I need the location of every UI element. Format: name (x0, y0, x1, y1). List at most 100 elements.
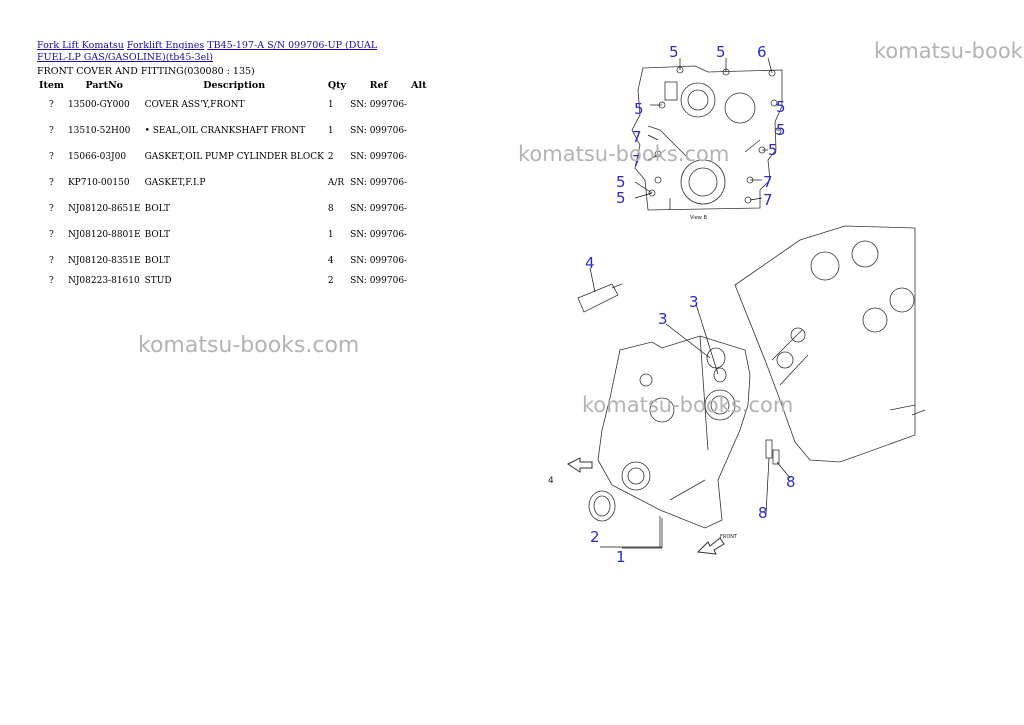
cell-partno: 15066-03J00 (67, 152, 127, 162)
cell-partno: NJ08223-81610 (67, 276, 140, 286)
column-header-qty: Qty (327, 79, 347, 91)
table-row: ? NJ08120-8351E BOLT 4 SN: 099706- (37, 248, 428, 274)
page-title: FRONT COVER AND FITTING(030080 : 135) (37, 66, 255, 77)
callout-8: 8 (758, 504, 768, 522)
cell-ref: SN: 099706- (350, 178, 408, 188)
callout-6: 6 (757, 43, 767, 61)
cell-item: ? (49, 178, 54, 188)
callout-5: 5 (776, 121, 786, 139)
cell-description: GASKET,OIL PUMP CYLINDER BLOCK (144, 152, 324, 162)
breadcrumb-link-forklift-engines[interactable]: Forklift Engines (126, 40, 205, 51)
callout-2: 2 (590, 528, 600, 546)
callout-1: 1 (616, 548, 626, 566)
table-row: ? KP710-00150 GASKET,F.I.P A/R SN: 09970… (37, 170, 428, 196)
cell-alt (409, 92, 428, 118)
callout-4: 4 (585, 254, 595, 272)
table-row: ? NJ08120-8651E BOLT 8 SN: 099706- (37, 196, 428, 222)
watermark: komatsu-books.com (582, 393, 794, 417)
cell-item: ? (49, 100, 54, 110)
cell-alt (409, 170, 428, 196)
cell-ref: SN: 099706- (350, 100, 408, 110)
cell-item: ? (49, 256, 54, 266)
parts-table: Item PartNo Description Qty Ref Alt ? 13… (37, 78, 428, 292)
cell-alt (409, 118, 428, 144)
cell-partno: 13500-GY000 (67, 100, 130, 110)
callout-5: 5 (634, 100, 644, 118)
engine-block (734, 225, 926, 463)
table-row: ? 13500-GY000 COVER ASS'Y,FRONT 1 SN: 09… (37, 92, 428, 118)
cell-qty: 1 (327, 126, 334, 136)
leader-lines (634, 57, 780, 201)
callout-5: 5 (776, 98, 786, 116)
callout-5: 5 (616, 189, 626, 207)
watermark: komatsu-books.com (874, 39, 1024, 63)
callout-8: 8 (786, 473, 796, 491)
column-header-partno: PartNo (85, 79, 123, 91)
front-label: FRONT (720, 534, 738, 540)
view-label: View B (690, 215, 707, 221)
cell-item: ? (49, 276, 54, 286)
table-row: ? 13510-52H00 • SEAL,OIL CRANKSHAFT FRON… (37, 118, 428, 144)
cell-description: GASKET,F.I.P (144, 178, 206, 188)
parts-diagram: 5 5 6 5 5 5 7 5 7 5 7 5 7 View B (548, 43, 926, 566)
cell-qty: 1 (327, 100, 334, 110)
studs (765, 439, 780, 465)
cell-alt (409, 222, 428, 248)
cell-ref: SN: 099706- (350, 276, 408, 286)
column-header-item: Item (39, 79, 64, 91)
cell-ref: SN: 099706- (350, 204, 408, 214)
cell-qty: A/R (327, 178, 345, 188)
front-cover-view-b (631, 65, 783, 211)
cell-description: BOLT (144, 256, 170, 266)
column-header-ref: Ref (369, 79, 388, 91)
cell-description: STUD (144, 276, 172, 286)
cell-description: COVER ASS'Y,FRONT (144, 100, 245, 110)
cell-partno: 13510-52H00 (67, 126, 131, 136)
callout-3: 3 (689, 293, 699, 311)
cell-qty: 4 (327, 256, 334, 266)
cell-item: ? (49, 230, 54, 240)
callout-5: 5 (669, 43, 679, 61)
cell-item: ? (49, 204, 54, 214)
column-header-alt: Alt (411, 79, 427, 91)
cell-description: BOLT (144, 230, 170, 240)
table-row: ? NJ08120-8801E BOLT 1 SN: 099706- (37, 222, 428, 248)
cell-qty: 2 (327, 276, 334, 286)
oil-seal (588, 490, 616, 522)
callout-7: 7 (763, 173, 773, 191)
breadcrumb-link-fork-lift-komatsu[interactable]: Fork Lift Komatsu (37, 40, 124, 51)
table-row: ? NJ08223-81610 STUD 2 SN: 099706- (37, 274, 428, 292)
front-cover-exploded (597, 335, 751, 529)
callout-5: 5 (616, 173, 626, 191)
cell-item: ? (49, 152, 54, 162)
cell-ref: SN: 099706- (350, 230, 408, 240)
breadcrumb-link-model[interactable]: TB45-197-A S/N 099706-UP (DUAL FUEL-LP G… (37, 40, 378, 63)
callout-5: 5 (768, 141, 778, 159)
direction-arrows (567, 457, 725, 555)
cell-item: ? (49, 126, 54, 136)
breadcrumb: Fork Lift Komatsu Forklift Engines TB45-… (37, 40, 397, 64)
gaskets (706, 347, 727, 383)
leader-lines-exploded (589, 267, 791, 549)
table-header-row: Item PartNo Description Qty Ref Alt (37, 78, 428, 92)
fuel-injection-pump-fitting (577, 283, 623, 313)
cell-ref: SN: 099706- (350, 256, 408, 266)
cell-alt (409, 274, 428, 292)
cell-ref: SN: 099706- (350, 126, 408, 136)
cell-partno: NJ08120-8801E (67, 230, 141, 240)
callout-5: 5 (716, 43, 726, 61)
column-header-description: Description (203, 79, 266, 91)
cell-partno: NJ08120-8651E (67, 204, 141, 214)
cell-description: • SEAL,OIL CRANKSHAFT FRONT (144, 126, 306, 136)
cell-qty: 1 (327, 230, 334, 240)
cell-qty: 2 (327, 152, 334, 162)
watermark: komatsu-books.com (518, 142, 730, 166)
cell-description: BOLT (144, 204, 170, 214)
watermark: komatsu-books.com (138, 333, 360, 358)
callout-3: 3 (658, 310, 668, 328)
cell-alt (409, 248, 428, 274)
cell-partno: NJ08120-8351E (67, 256, 141, 266)
callout-7: 7 (632, 152, 642, 170)
cell-qty: 8 (327, 204, 334, 214)
table-row: ? 15066-03J00 GASKET,OIL PUMP CYLINDER B… (37, 144, 428, 170)
